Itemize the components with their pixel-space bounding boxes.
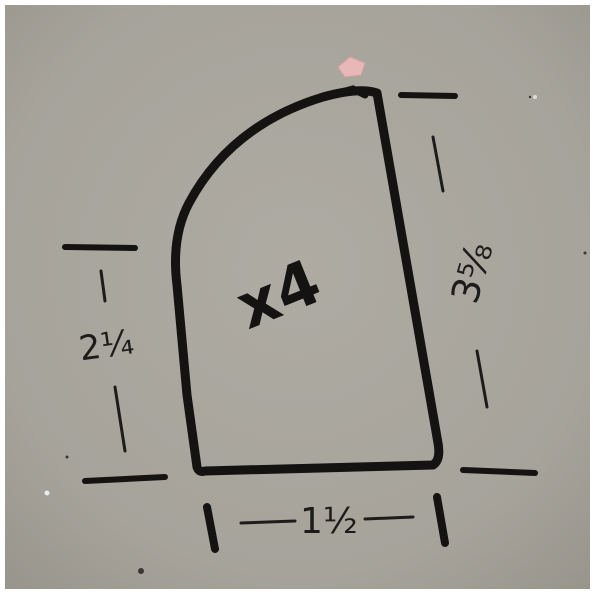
paper-scrap	[337, 56, 366, 78]
bottom-dim-line-left	[239, 519, 297, 525]
bottom-dim-line-right	[363, 515, 415, 521]
right-dim-line-upper	[431, 135, 445, 193]
left-dim-line-lower	[113, 385, 127, 453]
left-dim-line-upper	[99, 269, 107, 303]
outline-corner-tick	[319, 85, 369, 101]
cardboard-photo: x4 2¼ 3⅝ 1½	[5, 5, 590, 589]
right-dim-line-lower	[475, 349, 489, 409]
left-bottom-tick	[82, 474, 168, 484]
bottom-left-tick	[203, 503, 219, 553]
bottom-right-tick	[433, 493, 449, 547]
template-sketch: x4 2¼ 3⅝ 1½	[5, 5, 590, 589]
cardboard-specks	[65, 95, 587, 574]
white-speck	[44, 490, 50, 496]
left-top-tick	[62, 244, 138, 251]
right-top-tick	[398, 92, 458, 99]
bottom-width-label: 1½	[300, 501, 358, 542]
white-speck	[533, 95, 537, 99]
left-height-label: 2¼	[77, 322, 137, 369]
right-bottom-tick	[460, 467, 538, 476]
template-outline	[171, 86, 444, 476]
